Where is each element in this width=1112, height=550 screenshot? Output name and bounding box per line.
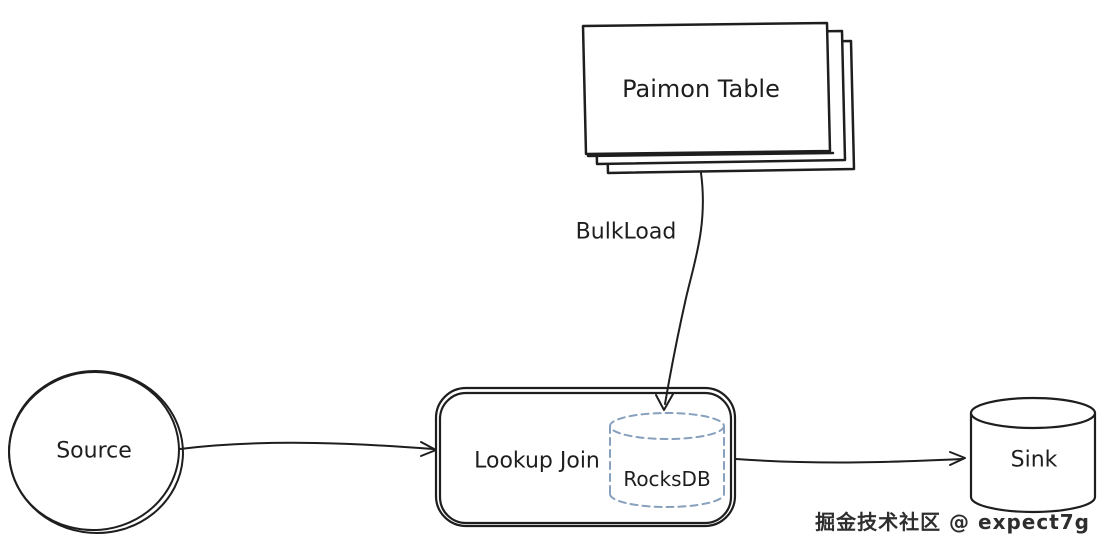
sink-label: Sink [1010, 447, 1058, 473]
rocksdb-label: RocksDB [623, 467, 711, 491]
lookup-to-sink-arrow [735, 451, 966, 466]
source-node [8, 369, 184, 535]
paimon-table-label: Paimon Table [622, 75, 780, 103]
sink-node [969, 396, 1097, 514]
lookup-join-node [434, 386, 737, 528]
bulkload-arrow [655, 172, 704, 411]
bulkload-edge-label: BulkLoad [575, 219, 677, 245]
lookup-join-label: Lookup Join [474, 448, 600, 474]
source-to-lookup-arrow [179, 441, 437, 457]
watermark-text: 掘金技术社区 @ expect7g [815, 510, 1090, 534]
source-label: Source [56, 438, 132, 464]
rocksdb-cylinder [609, 412, 725, 508]
paimon-table-node [581, 21, 856, 175]
